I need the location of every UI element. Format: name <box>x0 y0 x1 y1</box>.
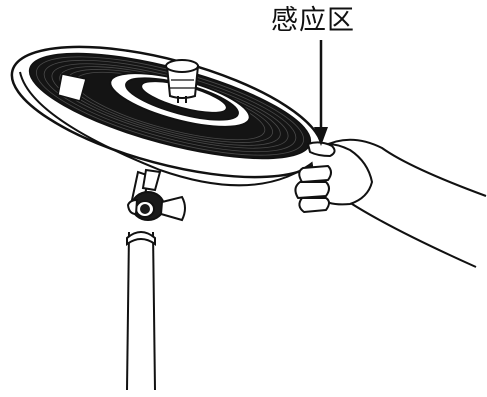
hand <box>295 140 486 267</box>
wing-nut <box>128 192 185 220</box>
top-nut <box>166 60 198 103</box>
cymbal-pad <box>0 20 335 203</box>
stand-pole <box>127 232 155 390</box>
sensing-zone-label: 感应区 <box>271 4 355 38</box>
arrow-down-icon <box>314 40 328 146</box>
